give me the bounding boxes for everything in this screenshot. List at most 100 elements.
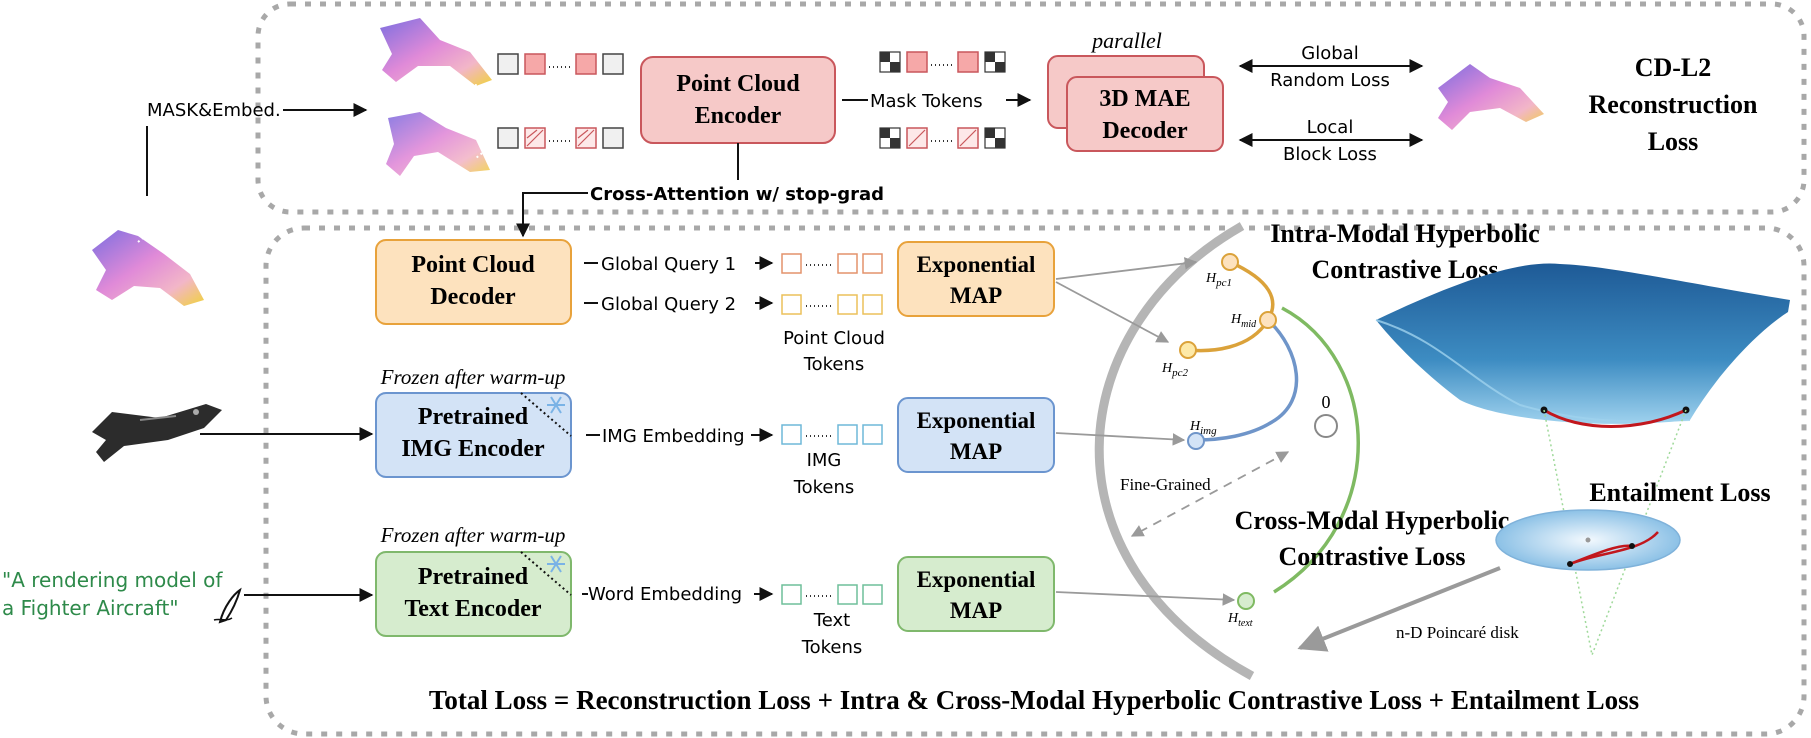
point-cloud-decoder-line1: Point Cloud [411,252,535,278]
pc-tokens-line1: Point Cloud [783,328,885,349]
text-exp-line2: MAP [950,598,1002,623]
point-cloud-encoder-line1: Point Cloud [676,71,800,97]
input-point-cloud-icon [92,230,204,306]
pc-exp-line2: MAP [950,283,1002,308]
h-mid-label: Hmid [1230,312,1257,330]
h-pc2-point [1179,341,1197,359]
local-loss-line1: Local [1307,117,1354,138]
h-pc2-label: Hpc2 [1161,361,1189,379]
text-encoder-line2: Text Encoder [404,596,541,622]
entailment-arrow [1297,566,1501,652]
text-tokens [781,584,883,605]
intra-modal-title-line1: Intra-Modal Hyperbolic [1270,219,1539,248]
point-cloud-query-tokens-2 [781,294,883,315]
cross-modal-title-line1: Cross-Modal Hyperbolic [1235,506,1510,535]
poincare-disk-icon [1495,509,1681,571]
fine-grained-arrow [1130,451,1290,537]
img-geodesic [1195,318,1299,442]
total-loss-equation: Total Loss = Reconstruction Loss + Intra… [429,685,1639,715]
entailment-loss-label: Entailment Loss [1589,478,1770,507]
h-img-label: Himg [1189,419,1217,437]
point-cloud-decoder-line2: Decoder [430,284,516,310]
patch-tokens-masked [497,127,624,149]
mae-decoder-line1: 3D MAE [1099,86,1190,112]
text-exponential-map-box [897,556,1055,632]
pc-tokens-line2: Tokens [803,354,865,375]
recon-loss-line1: CD-L2 [1635,53,1712,82]
h-text-point [1237,592,1255,610]
origin-label: 0 [1322,392,1331,412]
img-frozen-divider [520,392,572,437]
text-prompt-line1: "A rendering model of [2,568,223,592]
text-prompt-line2: a Fighter Aircraft" [2,596,179,620]
text-to-htext-arrow [1055,591,1236,606]
fine-grained-label: Fine-Grained [1120,475,1211,494]
projection-line-1 [1543,409,1593,656]
word-embedding-label: Word Embedding [588,584,742,605]
text-frozen-label: Frozen after warm-up [380,523,566,547]
text-frozen-divider [520,551,572,596]
text-tokens-line1: Text [813,610,850,631]
point-cloud-aircraft-icon [380,18,492,176]
cross-modal-geodesic [1273,306,1360,594]
top-stage-frame [255,1,1807,215]
recon-loss-line3: Loss [1648,127,1699,156]
mae-decoder-box [1066,76,1224,152]
text-encoder-line1: Pretrained [418,564,529,590]
global-query2-label: Global Query 2 [601,294,736,315]
pen-icon [213,587,242,624]
parallel-label: parallel [1090,28,1162,53]
img-frozen-label: Frozen after warm-up [380,365,566,389]
point-cloud-query-tokens-1 [781,253,883,274]
mask-embed-label: MASK&Embed. [147,100,281,121]
pc-to-hpc2-arrow [1055,281,1170,343]
text-exp-line1: Exponential [917,567,1036,592]
hyperbolic-surface-icon [1375,263,1790,428]
reconstructed-point-cloud-icon [1438,64,1544,130]
mask-tokens-label: Mask Tokens [870,91,983,112]
intra-modal-title-line2: Contrastive Loss [1311,255,1498,284]
local-loss-line2: Block Loss [1283,144,1377,165]
cross-modal-title-line2: Contrastive Loss [1278,542,1465,571]
cross-attention-arrow [516,192,588,238]
h-pc1-label: Hpc1 [1205,271,1232,289]
img-exp-line2: MAP [950,439,1002,464]
poincare-disk-label: n-D Poincaré disk [1396,623,1519,642]
h-text-label: Htext [1227,611,1253,629]
point-cloud-decoder-box [375,239,572,325]
point-cloud-encoder-box [640,56,836,144]
h-img-point [1187,432,1205,450]
img-to-himg-arrow [1055,432,1186,446]
patch-tokens-full [497,53,624,75]
text-snowflake-icon [547,555,565,573]
img-exp-line1: Exponential [917,408,1036,433]
pc-exp-line1: Exponential [917,252,1036,277]
global-query1-label: Global Query 1 [601,254,736,275]
intra-modal-geodesic [1187,260,1275,353]
text-tokens-line2: Tokens [801,637,863,658]
img-tokens-line2: Tokens [793,477,855,498]
mae-decoder-line2: Decoder [1102,118,1188,144]
recon-loss-line2: Reconstruction [1589,90,1759,119]
img-encoder-line2: IMG Encoder [401,436,545,462]
mask-tokens-top [879,51,1006,73]
origin-point [1314,414,1338,438]
img-encoder-line1: Pretrained [418,404,529,430]
global-loss-line1: Global [1301,43,1358,64]
img-embedding-label: IMG Embedding [602,426,745,447]
global-loss-line2: Random Loss [1270,70,1390,91]
img-exponential-map-box [897,397,1055,473]
h-mid-point [1259,311,1277,329]
point-cloud-encoder-line2: Encoder [695,103,782,129]
pc-to-hpc1-arrow [1055,257,1198,280]
img-tokens-line1: IMG [807,450,842,471]
mask-tokens-bottom [879,127,1006,149]
h-pc1-point [1221,253,1239,271]
hyperbolic-boundary-arc [1094,222,1255,680]
cross-attention-label: Cross-Attention w/ stop-grad [590,184,884,205]
img-tokens [781,424,883,445]
pc-exponential-map-box [897,241,1055,317]
fighter-jet-image-icon [92,404,222,462]
snowflake-icon [547,396,565,414]
